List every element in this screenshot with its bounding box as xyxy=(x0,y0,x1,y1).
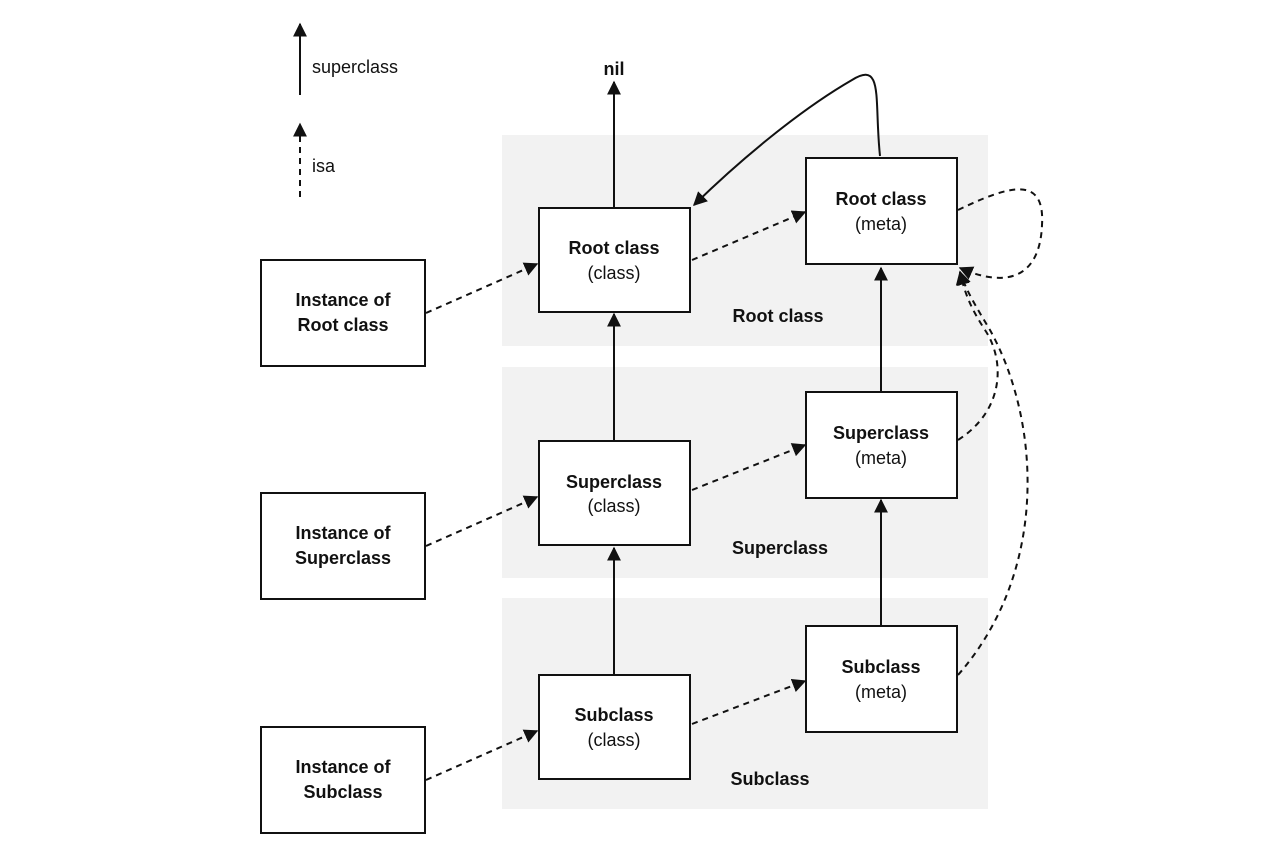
root-instance-isa-arrow xyxy=(425,262,539,314)
band-label-superclass: Superclass xyxy=(732,538,828,558)
root-class-isa-arrow xyxy=(691,210,807,261)
rootmeta-to-root-class-arrow xyxy=(692,73,881,206)
instance-root-line2: Root class xyxy=(297,315,388,335)
superclass-meta-name: Superclass xyxy=(833,423,929,443)
subclass-meta-name: Subclass xyxy=(841,657,920,677)
superclass-class-name: Superclass xyxy=(566,472,662,492)
subclass-isa-arrow xyxy=(691,678,807,725)
subclass-class-box xyxy=(538,674,691,780)
root-meta-box xyxy=(805,157,958,265)
band-label-subclass: Subclass xyxy=(730,769,809,789)
superclass-meta-box xyxy=(805,391,958,499)
instance-superclass-box xyxy=(260,492,426,600)
root-class-kind: (class) xyxy=(588,263,641,283)
instance-super-line2: Superclass xyxy=(295,548,391,568)
legend-superclass-label: superclass xyxy=(312,57,398,77)
super-instance-isa-arrow xyxy=(425,495,539,547)
band-label-root-class: Root class xyxy=(732,306,823,326)
nil-label: nil xyxy=(604,59,625,79)
supermeta-isa-arrow xyxy=(955,270,999,441)
rootmeta-self-isa-arrow xyxy=(957,188,1044,280)
instance-root-line1: Instance of xyxy=(295,290,391,310)
legend-isa-label: isa xyxy=(312,156,336,176)
superclass-class-box xyxy=(538,440,691,546)
root-class-box xyxy=(538,207,691,313)
subclass-class-kind: (class) xyxy=(588,730,641,750)
superclass-meta-kind: (meta) xyxy=(855,448,907,468)
subclass-class-name: Subclass xyxy=(574,705,653,725)
submeta-isa-arrow xyxy=(957,270,1029,676)
instance-sub-line1: Instance of xyxy=(295,757,391,777)
instance-subclass-box xyxy=(260,726,426,834)
instance-super-line1: Instance of xyxy=(295,523,391,543)
subclass-meta-kind: (meta) xyxy=(855,682,907,702)
root-meta-name: Root class xyxy=(835,189,926,209)
instance-root-class-box xyxy=(260,259,426,367)
root-class-name: Root class xyxy=(568,238,659,258)
superclass-class-kind: (class) xyxy=(588,496,641,516)
sub-instance-isa-arrow xyxy=(425,729,539,781)
root-meta-kind: (meta) xyxy=(855,214,907,234)
superclass-isa-arrow xyxy=(691,443,807,491)
instance-sub-line2: Subclass xyxy=(303,782,382,802)
subclass-meta-box xyxy=(805,625,958,733)
